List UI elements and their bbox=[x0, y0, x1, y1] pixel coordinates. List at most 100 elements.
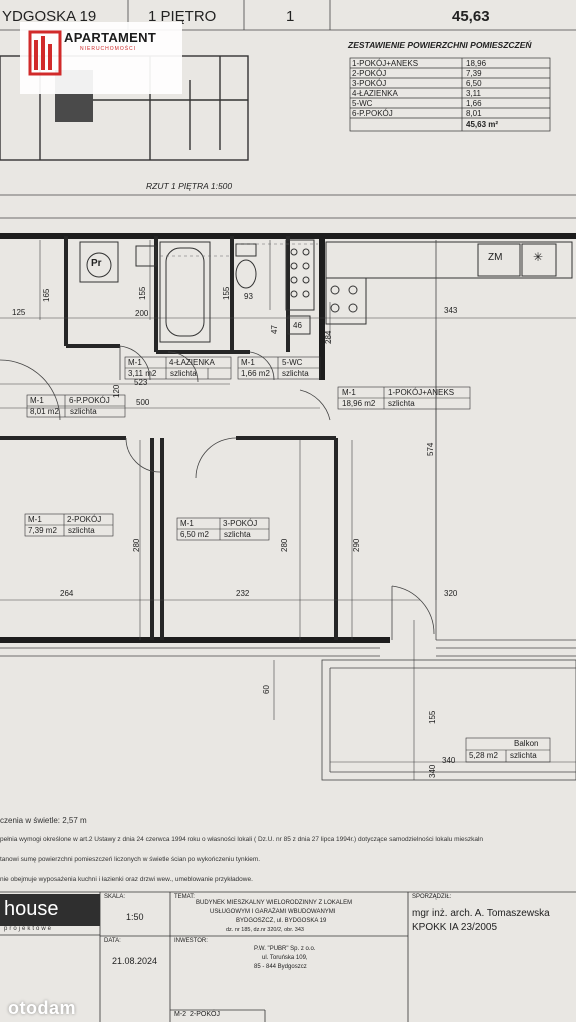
room-finish: szlichta bbox=[224, 530, 251, 539]
dimension-label: 574 bbox=[426, 442, 435, 456]
scale-value: 1:50 bbox=[126, 912, 144, 922]
dimension-label: 125 bbox=[12, 308, 26, 317]
room-finish: szlichta bbox=[388, 399, 415, 408]
summary-row-room: 2-POKÓJ bbox=[352, 69, 387, 78]
subject-line: BUDYNEK MIESZKALNY WIELORODZINNY Z LOKAL… bbox=[196, 900, 353, 906]
room-area: 18,96 m2 bbox=[342, 399, 376, 408]
designer-logo-sub: projektowe bbox=[4, 926, 54, 932]
summary-row-room: 1-POKÓJ+ANEKS bbox=[352, 59, 419, 68]
header-unit: 1 bbox=[286, 8, 295, 25]
room-area: 5,28 m2 bbox=[469, 751, 498, 760]
dimension-label: 155 bbox=[428, 710, 437, 724]
room-code: M-1 bbox=[241, 358, 255, 367]
summary-row-area: 6,50 bbox=[466, 79, 482, 88]
dimension-label: 200 bbox=[135, 309, 149, 318]
room-name: 3-POKÓJ bbox=[223, 519, 258, 528]
dimension-label: 340 bbox=[428, 764, 437, 778]
note-line: tanowi sumę powierzchni pomieszczeń licz… bbox=[0, 856, 261, 863]
logo-sub: NIERUCHOMOŚCI bbox=[80, 46, 137, 52]
prepared-by-label: SPORZĄDZIŁ: bbox=[412, 894, 452, 900]
header-area: 45,63 bbox=[452, 8, 490, 25]
dimension-label: 120 bbox=[112, 384, 121, 398]
room-area: 6,50 m2 bbox=[180, 530, 209, 539]
architect-name: mgr inż. arch. A. Tomaszewska bbox=[412, 908, 550, 919]
header-street: YDGOSKA 19 bbox=[2, 8, 97, 25]
room-area: 3,11 m2 bbox=[128, 369, 157, 378]
room-area: 1,66 m2 bbox=[241, 369, 270, 378]
room-area: 7,39 m2 bbox=[28, 526, 57, 535]
dimension-label: 320 bbox=[444, 589, 458, 598]
dimension-label: 155 bbox=[222, 286, 231, 300]
dimension-label: 47 bbox=[270, 325, 279, 334]
room-finish: szlichta bbox=[170, 369, 197, 378]
dimension-label: 155 bbox=[138, 286, 147, 300]
dimension-label: 284 bbox=[324, 330, 333, 344]
summary-total: 45,63 m² bbox=[466, 120, 499, 129]
date-value: 21.08.2024 bbox=[112, 956, 158, 966]
room-finish: szlichta bbox=[510, 751, 537, 760]
next-room-code: M-2 bbox=[174, 1011, 187, 1018]
room-finish: szlichta bbox=[70, 407, 97, 416]
logo-word: APARTAMENT bbox=[64, 30, 157, 45]
investor-line: P.W. "PUBR" Sp. z o.o. bbox=[254, 946, 316, 952]
investor-label: INWESTOR: bbox=[174, 938, 208, 944]
room-code: M-1 bbox=[342, 388, 356, 397]
header-floor: 1 PIĘTRO bbox=[148, 8, 217, 25]
room-name: 6-P.POKÓJ bbox=[69, 396, 110, 405]
fridge-label: ZM bbox=[488, 252, 503, 263]
washer-icon: Pr bbox=[91, 258, 102, 269]
dimension-label: 264 bbox=[60, 589, 74, 598]
room-finish: szlichta bbox=[282, 369, 309, 378]
date-label: DATA: bbox=[104, 938, 121, 944]
dimension-label: 523 bbox=[134, 378, 148, 387]
room-code: M-1 bbox=[128, 358, 142, 367]
room-code: M-1 bbox=[30, 396, 44, 405]
dimension-label: 290 bbox=[352, 538, 361, 552]
dimension-label: 46 bbox=[293, 321, 302, 330]
summary-row-area: 8,01 bbox=[466, 109, 482, 118]
dimension-label: 340 bbox=[442, 756, 456, 765]
scale-label: SKALA: bbox=[104, 894, 126, 900]
room-name: 4-ŁAZIENKA bbox=[169, 358, 215, 367]
subject-line: BYDGOSZCZ, ul. BYDGOSKA 19 bbox=[236, 918, 327, 924]
next-room-name: 2-POKÓJ bbox=[190, 1011, 220, 1018]
room-name: 5-WC bbox=[282, 358, 303, 367]
room-name: 2-POKÓJ bbox=[67, 515, 102, 524]
dimension-label: 500 bbox=[136, 398, 150, 407]
note-line: pełnia wymogi określone w art.2 Ustawy z… bbox=[0, 836, 484, 843]
summary-title: ZESTAWIENIE POWIERZCHNI POMIESZCZEŃ bbox=[348, 40, 532, 50]
subject-line: USŁUGOWYM I GARAŻAMI WBUDOWANYMI bbox=[210, 909, 336, 915]
architect-license: KPOKK IA 23/2005 bbox=[412, 922, 498, 933]
summary-row-area: 1,66 bbox=[466, 99, 482, 108]
dimension-label: 343 bbox=[444, 306, 458, 315]
dimension-label: 60 bbox=[262, 685, 271, 694]
dimension-label: 93 bbox=[244, 292, 253, 301]
summary-row-area: 7,39 bbox=[466, 69, 482, 78]
dimension-label: 280 bbox=[132, 538, 141, 552]
height-note: czenia w świetle: 2,57 m bbox=[0, 816, 87, 825]
room-finish: szlichta bbox=[68, 526, 95, 535]
dimension-label: 165 bbox=[42, 288, 51, 302]
investor-line: 85 - 844 Bydgoszcz bbox=[254, 964, 307, 970]
summary-row-room: 6-P.POKÓJ bbox=[352, 109, 393, 118]
room-area: 8,01 m2 bbox=[30, 407, 59, 416]
room-name: Balkon bbox=[514, 739, 539, 748]
room-code: M-1 bbox=[180, 519, 194, 528]
subject-label: TEMAT: bbox=[174, 894, 195, 900]
freezer-icon: ✳ bbox=[533, 250, 544, 264]
designer-logo: house bbox=[4, 898, 59, 920]
summary-row-area: 3,11 bbox=[466, 89, 481, 98]
summary-row-room: 3-POKÓJ bbox=[352, 79, 387, 88]
room-code: M-1 bbox=[28, 515, 42, 524]
note-line: nie obejmuje wyposażenia kuchni i łazien… bbox=[0, 876, 253, 883]
summary-row-room: 5-WC bbox=[352, 99, 373, 108]
summary-row-room: 4-ŁAZIENKA bbox=[352, 89, 398, 98]
watermark: otodam bbox=[8, 998, 76, 1018]
room-name: 1-POKÓJ+ANEKS bbox=[388, 388, 455, 397]
dimension-label: 232 bbox=[236, 589, 250, 598]
summary-row-area: 18,96 bbox=[466, 59, 487, 68]
dimension-label: 280 bbox=[280, 538, 289, 552]
investor-line: ul. Toruńska 109, bbox=[262, 955, 308, 961]
